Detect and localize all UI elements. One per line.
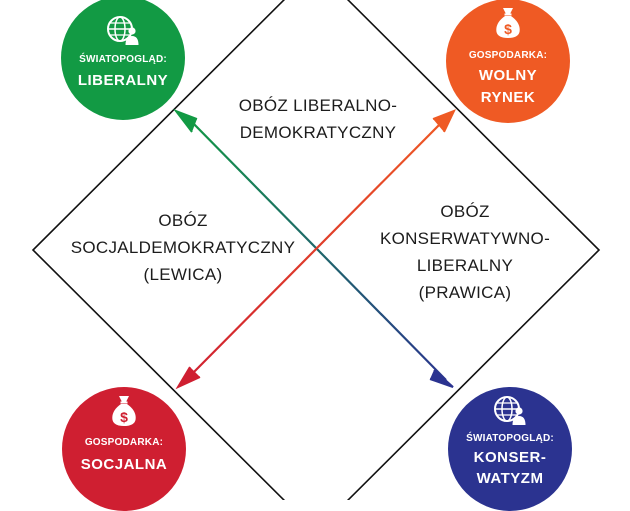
economy-arrow-social — [175, 366, 201, 390]
quadrant-right-line-1: OBÓZ — [440, 202, 490, 221]
pole-worldview-conservative: ŚWIATOPOGLĄD: KONSER- WATYZM — [448, 387, 572, 511]
pole-value-line-1: WOLNY — [478, 67, 538, 84]
svg-text:$: $ — [504, 21, 512, 37]
svg-text:$: $ — [120, 409, 128, 425]
quadrant-left-line-2: SOCJALDEMOKRATYCZNY — [70, 238, 296, 257]
quadrant-right-label: OBÓZ KONSERWATYWNO- LIBERALNY (PRAWICA) — [370, 198, 560, 306]
diagram-canvas — [31, 0, 601, 500]
pole-value-line-1: LIBERALNY — [77, 72, 169, 89]
quadrant-right-line-3: LIBERALNY — [416, 256, 514, 275]
pole-caption: ŚWIATOPOGLĄD: — [466, 433, 554, 444]
quadrant-left-label: OBÓZ SOCJALDEMOKRATYCZNY (LEWICA) — [63, 207, 303, 288]
pole-caption: ŚWIATOPOGLĄD: — [79, 54, 167, 65]
worldview-arrow-liberal — [173, 108, 198, 133]
quadrant-top-line-2: DEMOKRATYCZNY — [239, 123, 397, 142]
diamond-outline — [31, 0, 601, 500]
pole-value-line-2: WATYZM — [476, 470, 544, 487]
money-bag-icon: $ — [110, 393, 138, 432]
pole-caption: GOSPODARKA: — [468, 50, 548, 61]
quadrant-top-line-1: OBÓZ LIBERALNO- — [238, 96, 398, 115]
pole-economy-free-market: $ GOSPODARKA: WOLNY RYNEK — [446, 0, 570, 123]
pole-value-line-2: RYNEK — [480, 89, 536, 106]
quadrant-left-line-3: (LEWICA) — [143, 265, 223, 284]
pole-caption: GOSPODARKA: — [84, 437, 164, 448]
quadrant-right-line-4: (PRAWICA) — [418, 283, 512, 302]
quadrant-left-line-1: OBÓZ — [158, 211, 208, 230]
economy-axis — [185, 117, 447, 381]
political-compass-diagram: OBÓZ LIBERALNO- DEMOKRATYCZNY OBÓZ SOCJA… — [31, 0, 601, 511]
pole-value-line-1: KONSER- — [473, 449, 547, 466]
money-bag-icon: $ — [494, 5, 522, 44]
pole-economy-social: $ GOSPODARKA: SOCJALNA — [62, 387, 186, 511]
economy-arrow-free-market — [432, 109, 456, 133]
quadrant-right-line-2: KONSERWATYWNO- — [379, 229, 551, 248]
worldview-arrow-conservative — [429, 369, 454, 388]
pole-worldview-liberal: ŚWIATOPOGLĄD: LIBERALNY — [61, 0, 185, 120]
globe-person-icon — [493, 394, 527, 431]
globe-person-icon — [106, 14, 140, 51]
pole-value-line-1: SOCJALNA — [80, 456, 168, 473]
quadrant-top-label: OBÓZ LIBERALNO- DEMOKRATYCZNY — [218, 92, 418, 146]
